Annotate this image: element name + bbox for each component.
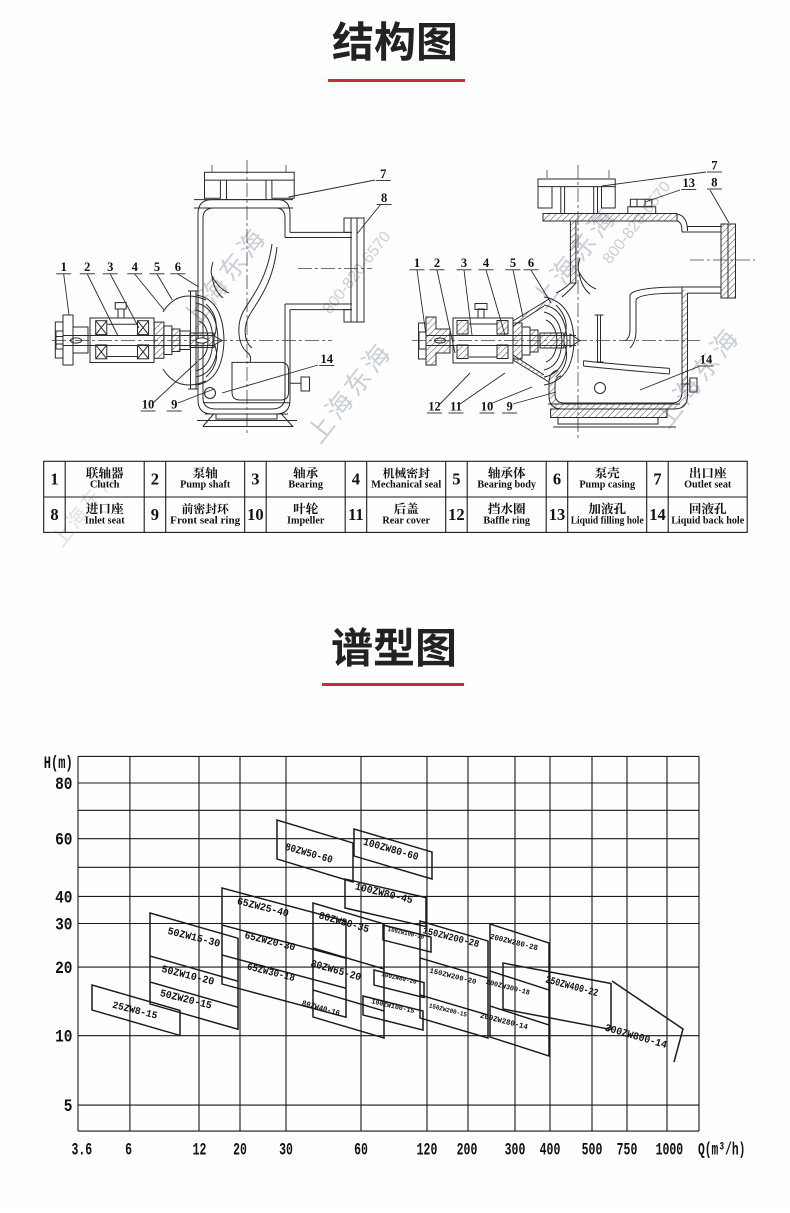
svg-text:3: 3 [461, 256, 467, 270]
svg-text:12: 12 [193, 1141, 207, 1161]
svg-text:H(m): H(m) [44, 754, 73, 774]
svg-text:14: 14 [700, 353, 713, 367]
svg-text:11: 11 [450, 400, 462, 414]
svg-text:30: 30 [55, 916, 72, 936]
svg-text:500: 500 [582, 1141, 603, 1161]
svg-text:Inlet seat: Inlet seat [85, 515, 126, 526]
svg-text:7: 7 [380, 167, 386, 181]
svg-text:10: 10 [55, 1028, 72, 1048]
svg-text:3: 3 [107, 260, 113, 274]
svg-text:400: 400 [540, 1141, 561, 1161]
svg-text:Bearing: Bearing [288, 480, 323, 491]
svg-text:Clutch: Clutch [90, 480, 120, 491]
svg-text:Baffle ring: Baffle ring [483, 515, 530, 526]
svg-text:Pump casing: Pump casing [579, 480, 635, 491]
svg-text:9: 9 [506, 400, 512, 414]
svg-text:7: 7 [711, 159, 717, 173]
svg-text:8: 8 [50, 505, 58, 524]
svg-text:120: 120 [417, 1141, 438, 1161]
svg-text:6: 6 [175, 260, 181, 274]
svg-text:13: 13 [683, 176, 696, 190]
svg-text:20: 20 [55, 959, 72, 979]
svg-text:30: 30 [279, 1141, 293, 1161]
svg-text:Liquid back hole: Liquid back hole [671, 515, 744, 526]
svg-text:Mechanical seal: Mechanical seal [371, 480, 441, 491]
svg-text:6: 6 [125, 1141, 132, 1161]
svg-text:5: 5 [510, 256, 516, 270]
svg-text:Impeller: Impeller [287, 515, 325, 526]
svg-text:1: 1 [414, 256, 420, 270]
svg-text:11: 11 [348, 505, 364, 524]
svg-text:12: 12 [428, 400, 441, 414]
svg-text:3: 3 [251, 469, 259, 488]
svg-text:1: 1 [50, 469, 58, 488]
svg-text:10: 10 [142, 398, 155, 412]
svg-text:40: 40 [55, 888, 72, 908]
svg-text:3.6: 3.6 [71, 1141, 92, 1161]
svg-text:13: 13 [549, 505, 566, 524]
svg-text:10: 10 [247, 505, 264, 524]
svg-text:4: 4 [132, 260, 139, 274]
svg-text:12: 12 [448, 505, 465, 524]
svg-text:2: 2 [434, 256, 440, 270]
svg-text:Liquid filling hole: Liquid filling hole [571, 515, 644, 526]
svg-text:Bearing body: Bearing body [477, 480, 536, 491]
svg-text:14: 14 [649, 505, 666, 524]
svg-text:7: 7 [653, 469, 661, 488]
svg-text:6: 6 [553, 469, 561, 488]
svg-text:5: 5 [64, 1097, 73, 1117]
svg-text:4: 4 [352, 469, 360, 488]
svg-text:1000: 1000 [656, 1141, 684, 1161]
svg-text:5: 5 [154, 260, 160, 274]
svg-text:200: 200 [457, 1141, 478, 1161]
svg-text:Front seal ring: Front seal ring [170, 515, 240, 526]
svg-text:4: 4 [483, 256, 490, 270]
svg-text:1: 1 [61, 260, 67, 274]
svg-text:750: 750 [617, 1141, 638, 1161]
svg-text:Q(m³/h): Q(m³/h) [698, 1141, 745, 1161]
svg-text:10: 10 [481, 400, 494, 414]
svg-text:Rear cover: Rear cover [382, 515, 430, 526]
svg-text:Outlet seat: Outlet seat [684, 480, 732, 491]
svg-text:8: 8 [381, 191, 387, 205]
svg-text:5: 5 [452, 469, 460, 488]
svg-text:9: 9 [151, 505, 159, 524]
svg-text:6: 6 [528, 256, 534, 270]
svg-text:80: 80 [55, 775, 72, 795]
svg-text:60: 60 [354, 1141, 368, 1161]
svg-text:20: 20 [233, 1141, 247, 1161]
svg-text:Pump shaft: Pump shaft [180, 480, 231, 491]
svg-text:9: 9 [171, 398, 177, 412]
svg-text:14: 14 [320, 352, 333, 366]
svg-text:2: 2 [84, 260, 90, 274]
svg-text:60: 60 [55, 831, 72, 851]
svg-text:2: 2 [151, 469, 159, 488]
svg-text:8: 8 [711, 176, 717, 190]
svg-text:300: 300 [505, 1141, 526, 1161]
